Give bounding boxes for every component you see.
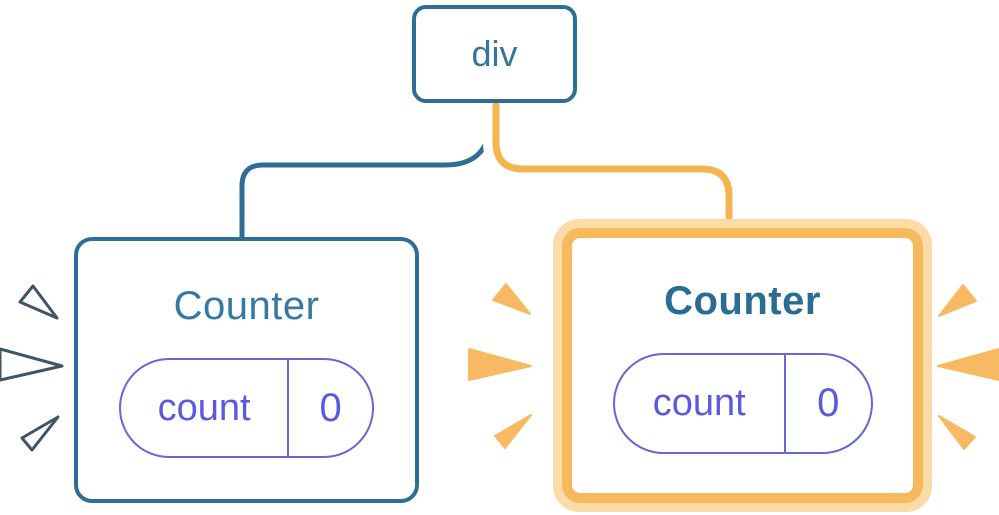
counter-card-right-halo: Counter count 0	[553, 219, 932, 512]
burst-mark-icon	[0, 347, 64, 382]
counter-card-left: Counter count 0	[74, 237, 419, 503]
state-pill: count 0	[119, 358, 374, 458]
root-node-label: div	[471, 33, 518, 74]
burst-mark-icon	[468, 348, 532, 381]
state-value: 0	[319, 385, 342, 430]
burst-mark-icon	[938, 284, 977, 317]
state-value: 0	[817, 381, 840, 425]
burst-mark-icon	[938, 415, 976, 450]
counter-title: Counter	[173, 284, 320, 328]
edge-right-icon	[492, 100, 733, 236]
burst-mark-icon	[20, 415, 60, 452]
state-name: count	[615, 355, 787, 452]
edge-left-icon	[239, 99, 493, 243]
burst-middle-group	[468, 283, 532, 449]
burst-mark-icon	[492, 283, 531, 315]
burst-left-group	[0, 284, 64, 452]
state-pill: count 0	[612, 353, 873, 454]
counter-title: Counter	[664, 279, 821, 323]
state-name: count	[121, 360, 290, 456]
burst-mark-icon	[494, 414, 532, 449]
burst-mark-icon	[937, 348, 999, 381]
counter-card-right: Counter count 0	[562, 228, 923, 503]
edge-right-casing-icon	[483, 100, 742, 221]
root-node-div: div	[412, 5, 577, 103]
burst-right-group	[937, 284, 999, 450]
burst-mark-icon	[18, 284, 59, 320]
